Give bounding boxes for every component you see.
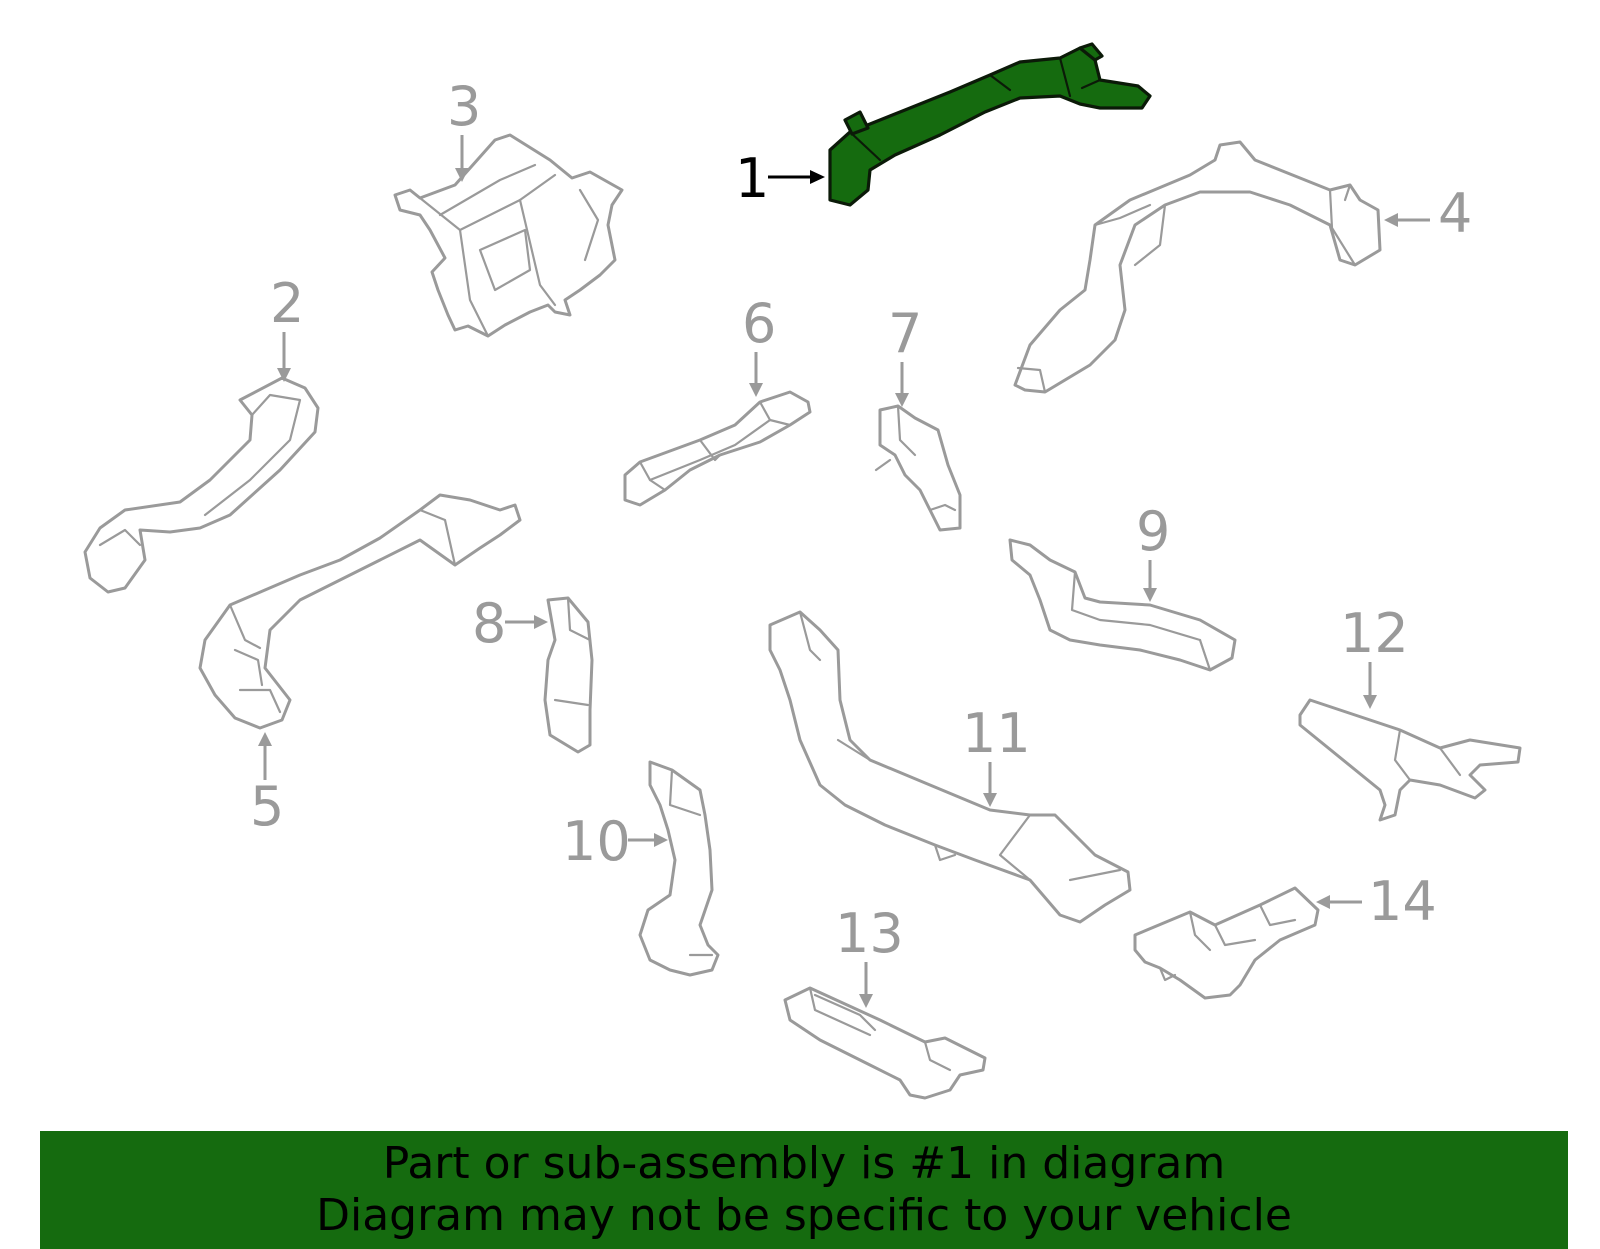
callout-10: 10	[562, 810, 668, 873]
callout-label-7: 7	[888, 302, 922, 365]
callout-6: 6	[742, 292, 776, 397]
callout-14: 14	[1316, 870, 1437, 933]
info-banner: Part or sub-assembly is #1 in diagram Di…	[40, 1131, 1568, 1249]
callout-label-11: 11	[962, 702, 1031, 765]
callout-8: 8	[472, 592, 548, 655]
part-11-duct[interactable]	[768, 610, 1132, 924]
part-1-duct[interactable]	[828, 42, 1152, 207]
callout-label-13: 13	[835, 902, 904, 965]
part-2-duct[interactable]	[83, 376, 320, 594]
banner-line-1: Part or sub-assembly is #1 in diagram	[382, 1138, 1226, 1189]
callout-label-2: 2	[270, 272, 304, 335]
callout-label-5: 5	[250, 775, 284, 838]
callout-label-3: 3	[447, 75, 481, 138]
part-6-vent[interactable]	[623, 390, 812, 507]
part-14-duct[interactable]	[1133, 886, 1320, 1000]
callout-2: 2	[270, 272, 304, 382]
callout-label-1: 1	[735, 147, 769, 210]
part-3-housing[interactable]	[393, 133, 624, 338]
callout-label-4: 4	[1438, 182, 1472, 245]
callout-9: 9	[1136, 500, 1170, 602]
callout-1: 1	[735, 147, 825, 210]
part-5-duct[interactable]	[198, 493, 522, 730]
part-8-duct[interactable]	[543, 596, 594, 754]
part-7-duct[interactable]	[874, 404, 962, 532]
banner-line-2: Diagram may not be specific to your vehi…	[316, 1190, 1292, 1241]
part-4-duct[interactable]	[1013, 140, 1382, 394]
part-12-bracket[interactable]	[1298, 698, 1522, 822]
callout-4: 4	[1384, 182, 1472, 245]
callout-13: 13	[835, 902, 904, 1008]
callout-12: 12	[1340, 602, 1409, 709]
callout-5: 5	[250, 732, 284, 838]
callout-label-9: 9	[1136, 500, 1170, 563]
parts-diagram: 1 2 3 4 5 6 7 8 9 10	[83, 42, 1522, 1100]
callout-label-10: 10	[562, 810, 631, 873]
part-10-duct[interactable]	[638, 760, 720, 977]
part-9-duct[interactable]	[1008, 538, 1237, 672]
callout-7: 7	[888, 302, 922, 407]
part-13-bracket[interactable]	[783, 986, 987, 1100]
callout-label-6: 6	[742, 292, 776, 355]
callout-label-8: 8	[472, 592, 506, 655]
callout-label-14: 14	[1368, 870, 1437, 933]
callout-11: 11	[962, 702, 1031, 807]
callout-3: 3	[447, 75, 481, 182]
callout-label-12: 12	[1340, 602, 1409, 665]
